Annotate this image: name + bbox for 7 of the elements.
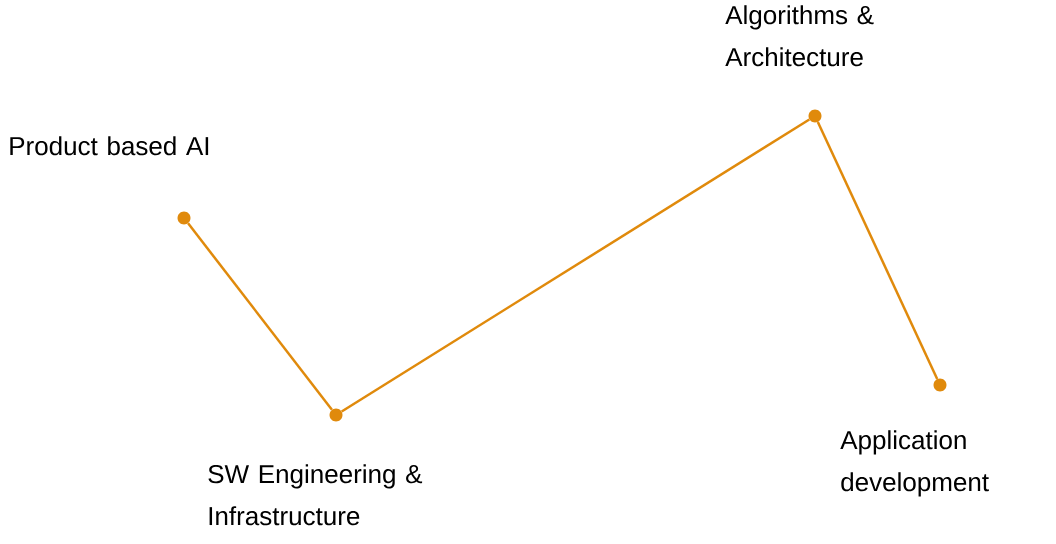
node-label: Algorithms & Architecture [725,5,874,67]
node-label: Application development [840,430,989,497]
node-label: Product based AI [10,136,209,156]
connector-line [187,222,333,411]
connector-line [341,118,810,413]
node-label: SW Engineering & Infrastructure [208,464,423,526]
connector-line [816,121,939,380]
